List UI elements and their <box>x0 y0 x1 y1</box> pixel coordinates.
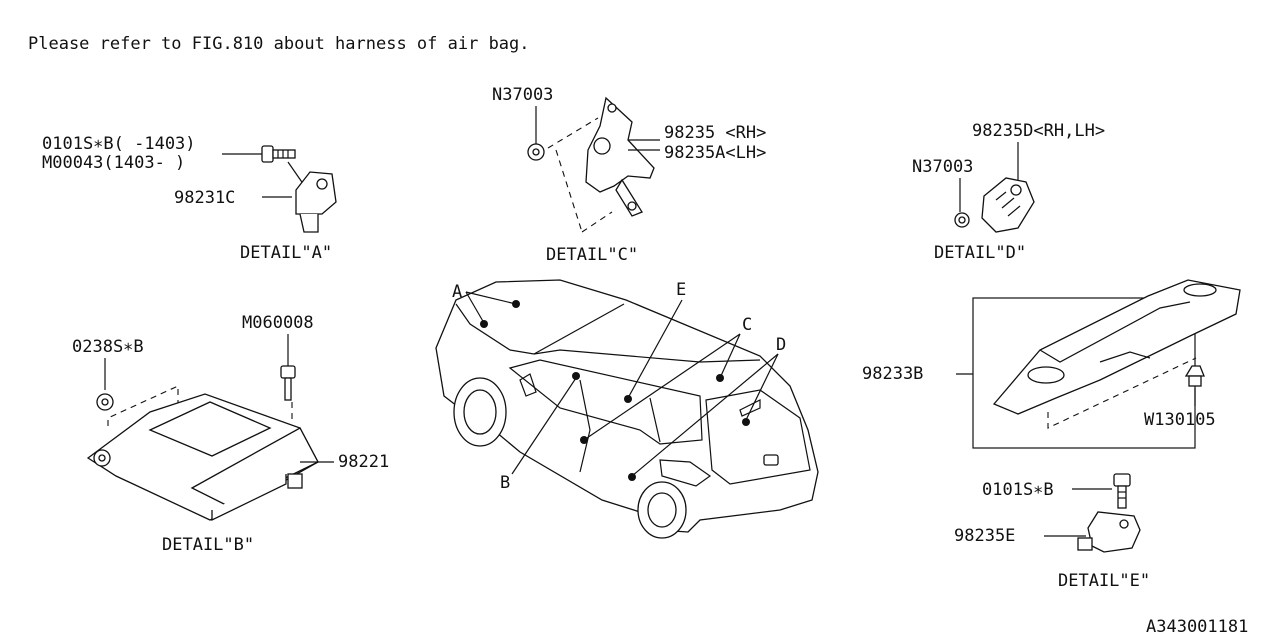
callout-b: B <box>500 473 510 493</box>
detail-a: 0101S∗B( -1403) M00043(1403- ) 98231C DE… <box>42 134 337 263</box>
detail-b-bolt <box>280 365 296 401</box>
detail-b: 0238S∗B M060008 98221 DETAIL"B" <box>72 313 389 555</box>
detail-e-part-bolt: 0101S∗B <box>982 480 1054 500</box>
detail-e-part-sensor: 98235E <box>954 526 1015 546</box>
reference-note: Please refer to FIG.810 about harness of… <box>28 34 530 54</box>
detail-c-part-nut: N37003 <box>492 85 553 105</box>
detail-c-title: DETAIL"C" <box>546 245 638 265</box>
callout-d: D <box>776 335 786 355</box>
callout-e: E <box>676 280 686 300</box>
detail-d-title: DETAIL"D" <box>934 243 1026 263</box>
detail-e-bolt <box>1113 473 1131 509</box>
vehicle-outline <box>435 279 819 539</box>
callout-c: C <box>742 315 752 335</box>
callout-a: A <box>452 282 462 302</box>
detail-e-title: DETAIL"E" <box>1058 571 1150 591</box>
detail-d-part-sensor: 98235D<RH,LH> <box>972 121 1105 141</box>
detail-b-part-module: 98221 <box>338 452 389 472</box>
detail-b-part-nut: 0238S∗B <box>72 337 144 357</box>
figure-code: A343001181 <box>1146 617 1248 637</box>
detail-a-part-bolt-1: 0101S∗B( -1403) <box>42 134 196 154</box>
detail-b-title: DETAIL"B" <box>162 535 254 555</box>
detail-c: N37003 98235 <RH> 98235A<LH> DETAIL"C" <box>492 85 766 265</box>
detail-a-title: DETAIL"A" <box>240 243 332 263</box>
detail-a-bolt <box>261 145 296 163</box>
detail-b-control-module <box>86 393 319 522</box>
detail-c-sensor <box>585 96 655 217</box>
detail-a-part-bolt-2: M00043(1403- ) <box>42 153 185 173</box>
detail-e-sensor <box>1077 511 1141 553</box>
detail-d-nut <box>954 212 970 228</box>
detail-c-part-rh: 98235 <RH> <box>664 123 766 143</box>
detail-a-sensor <box>295 171 337 233</box>
detail-e-clip <box>1184 365 1205 387</box>
car-callouts: A E C D B <box>452 280 786 493</box>
detail-e-part-clip: W130105 <box>1144 410 1216 430</box>
detail-e-part-bracket: 98233B <box>862 364 923 384</box>
detail-d-part-nut: N37003 <box>912 157 973 177</box>
detail-e-bracket <box>992 279 1241 415</box>
detail-d: 98235D<RH,LH> N37003 DETAIL"D" <box>912 121 1105 263</box>
detail-c-nut <box>527 143 545 161</box>
detail-c-part-lh: 98235A<LH> <box>664 143 766 163</box>
detail-b-nut <box>96 393 114 411</box>
detail-b-part-bolt: M060008 <box>242 313 314 333</box>
detail-e: 98233B W130105 0101S∗B 98235E DETAIL"E" <box>862 279 1241 591</box>
detail-a-part-sensor: 98231C <box>174 188 235 208</box>
detail-d-sensor <box>981 177 1035 233</box>
